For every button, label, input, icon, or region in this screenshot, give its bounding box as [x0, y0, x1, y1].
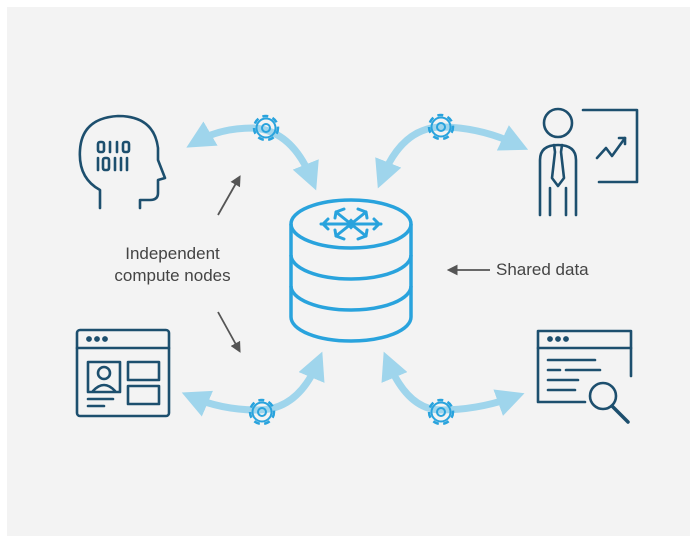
curve-arrow-top-right [375, 123, 529, 189]
browser-search-icon [536, 329, 633, 424]
independent-compute-nodes-label: Independent compute nodes [95, 243, 250, 287]
curve-arrow-top-left [186, 121, 319, 191]
curve-arrow-bottom-left [181, 351, 325, 417]
pointer-arrow-up [217, 175, 241, 216]
label-line-2: compute nodes [114, 266, 231, 285]
curve-arrow-bottom-right [381, 351, 525, 416]
browser-profile-icon [75, 328, 171, 418]
head-binary-icon [78, 114, 167, 210]
diagram-background [7, 7, 690, 536]
shared-data-label: Shared data [496, 260, 589, 279]
database-snowflake-icon [289, 198, 413, 343]
presenter-chart-icon [538, 107, 639, 217]
snowflake-icon [319, 207, 383, 241]
pointer-arrow-down [217, 311, 241, 353]
label-line-1: Independent [125, 244, 220, 263]
